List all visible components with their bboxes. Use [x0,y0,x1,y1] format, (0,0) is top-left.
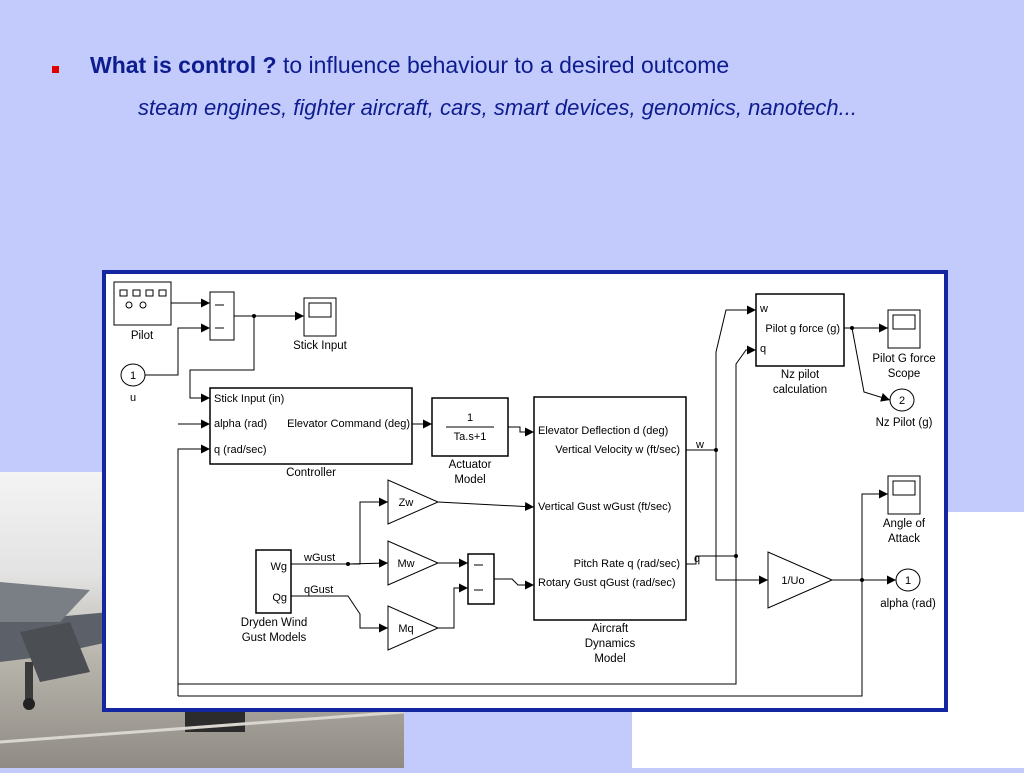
signal-q-label: q [694,553,700,565]
gain-zw-label: Zw [399,497,414,509]
aoa-label-line2: Attack [888,533,920,545]
actuator-denominator: Ta.s+1 [454,431,487,443]
pilot-block[interactable] [113,281,172,326]
gust-label-line1: Dryden Wind [241,617,307,629]
slide-subline: steam engines, fighter aircraft, cars, s… [138,95,857,120]
nz-pilot-block[interactable]: w q Pilot g force (g) [755,293,845,367]
aircraft-label-line1: Aircraft [592,623,629,635]
controller-block[interactable]: Stick Input (in) alpha (rad) q (rad/sec)… [209,387,413,465]
gust-model-block[interactable]: Wg Qg [255,549,292,614]
inport-u-number: 1 [130,370,136,382]
pilot-g-force-scope[interactable] [887,309,921,349]
outport-nz-number: 2 [899,395,905,407]
gain-mw[interactable]: Mw [387,540,440,586]
outport-alpha-number: 1 [905,575,911,587]
gain-zw[interactable]: Zw [387,479,440,525]
outport-nz-label: Nz Pilot (g) [876,417,933,429]
signal-wgust: wGust [303,552,335,564]
diagram-canvas: Pilot 1 u Stick Input Stick Input (in) a… [113,281,936,697]
pilot-scope-label-line2: Scope [888,368,921,380]
bullet-marker [52,66,59,73]
heading-bold: What is control ? [90,52,277,78]
slide-heading: What is control ? to influence behaviour… [90,52,729,79]
gain-mw-label: Mw [397,558,414,570]
signal-qgust: qGust [304,584,333,596]
pilot-scope-label-line1: Pilot G force [872,353,935,365]
simulink-diagram: Pilot 1 u Stick Input Stick Input (in) a… [102,270,948,712]
gust-port-qg: Qg [272,592,287,604]
nz-port-w: w [759,303,768,315]
controller-label: Controller [286,467,336,479]
aircraft-port-pitch: Pitch Rate q (rad/sec) [574,558,680,570]
aoa-label-line1: Angle of [883,518,926,530]
gain-mq-label: Mq [398,623,413,635]
heading-rest: to influence behaviour to a desired outc… [276,52,730,78]
stick-input-scope[interactable] [303,297,337,337]
controller-port-out: Elevator Command (deg) [287,418,410,430]
actuator-numerator: 1 [467,412,473,424]
aircraft-port-qgust: Rotary Gust qGust (rad/sec) [538,577,676,589]
inport-u-label: u [130,392,136,404]
gust-label-line2: Gust Models [242,632,307,644]
stick-mux-block[interactable] [209,291,235,341]
aircraft-port-wgust: Vertical Gust wGust (ft/sec) [538,501,671,513]
actuator-label-line2: Model [454,474,485,486]
controller-port-alpha: alpha (rad) [214,418,267,430]
actuator-block[interactable]: 1 Ta.s+1 [431,397,509,457]
controller-port-stick: Stick Input (in) [214,393,284,405]
junction-dots [252,314,864,582]
pilot-label: Pilot [131,330,154,342]
outport-nz-pilot[interactable]: 2 [889,388,915,412]
nz-port-q: q [760,343,766,355]
nz-label-line2: calculation [773,384,827,396]
angle-of-attack-scope[interactable] [887,475,921,515]
controller-port-q: q (rad/sec) [214,444,267,456]
gain-uo-label: 1/Uo [781,575,804,587]
gain-uo[interactable]: 1/Uo [767,551,834,609]
actuator-label-line1: Actuator [449,459,492,471]
outport-alpha-label: alpha (rad) [880,598,936,610]
stick-input-scope-label: Stick Input [293,340,347,352]
aircraft-photo-graphic [0,582,405,744]
nz-label-line1: Nz pilot [781,369,820,381]
aircraft-label-line2: Dynamics [585,638,636,650]
aircraft-dynamics-block[interactable]: Elevator Deflection d (deg) Vertical Vel… [533,396,687,621]
aircraft-label-line3: Model [594,653,625,665]
signal-w-label: w [695,439,704,451]
gust-port-wg: Wg [271,561,288,573]
sum-block[interactable] [467,553,495,605]
gain-mq[interactable]: Mq [387,605,440,651]
aircraft-port-elev: Elevator Deflection d (deg) [538,425,668,437]
outport-alpha[interactable]: 1 [895,568,921,592]
aircraft-port-vel: Vertical Velocity w (ft/sec) [555,444,680,456]
inport-u[interactable]: 1 [120,363,146,387]
nz-port-out: Pilot g force (g) [765,323,840,335]
